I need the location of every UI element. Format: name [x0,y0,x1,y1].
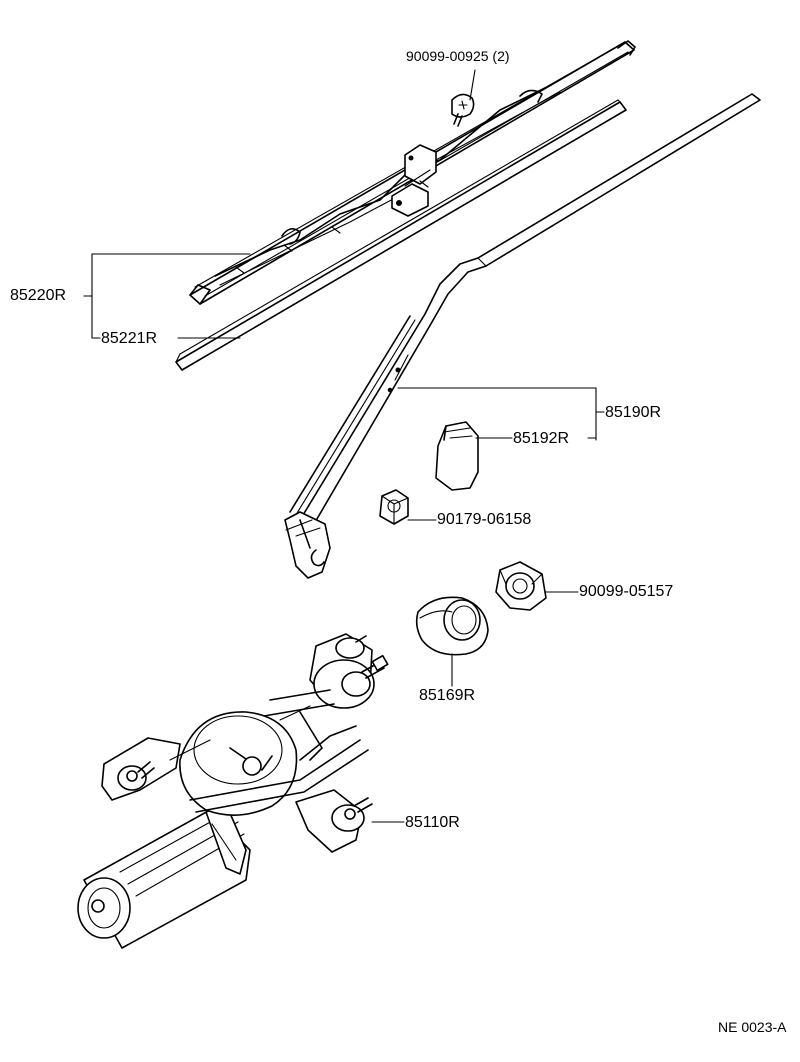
blade-rubber-part [175,99,627,371]
arm-cap-part [435,421,479,491]
label-motor-assy: 85110R [405,814,460,831]
bolt-part [451,93,475,127]
grommet-nut-part [495,561,547,611]
label-blade-assy: 85220R [10,287,67,304]
label-grommet: 85169R [419,687,476,704]
wiper-motor-part [77,633,389,949]
arm-nut-part [379,489,409,525]
label-blade-rubber: 85221R [101,330,158,347]
wiper-blade-part [189,40,636,305]
label-arm-cap: 85192R [513,430,570,447]
label-grommet-nut: 90099-05157 [579,583,674,600]
label-arm-nut: 90179-06158 [437,511,532,528]
grommet-part [415,596,489,656]
diagram-code: NE 0023-A [718,1019,787,1035]
wiper-arm-part [284,93,761,579]
leader-lines [83,69,605,823]
label-arm-assy: 85190R [605,404,662,421]
label-bolt: 90099-00925 (2) [406,48,510,64]
